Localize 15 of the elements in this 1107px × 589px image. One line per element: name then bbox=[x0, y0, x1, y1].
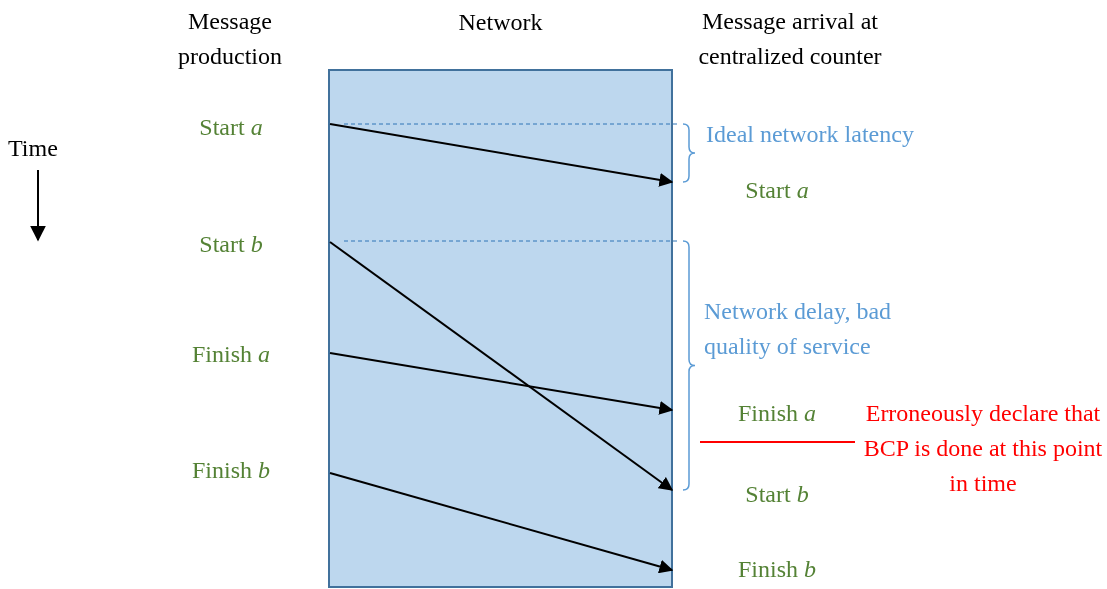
brace-label: Ideal network latency bbox=[706, 120, 914, 149]
brace-label: Network delay, bad quality of service bbox=[704, 297, 893, 361]
column-heading: Network bbox=[457, 8, 544, 37]
column-heading: Message production bbox=[177, 7, 283, 71]
event-label: Finish a bbox=[192, 340, 270, 368]
annotation-note: Erroneously declare that BCP is done at this point in time bbox=[862, 399, 1104, 498]
event-label: Start b bbox=[199, 230, 263, 258]
event-label: Finish b bbox=[738, 555, 816, 583]
event-label: Start b bbox=[745, 480, 809, 508]
column-heading: Message arrival at centralized counter bbox=[697, 7, 883, 71]
event-label: Finish a bbox=[738, 399, 816, 427]
event-label: Start a bbox=[745, 176, 809, 204]
event-label: Start a bbox=[199, 113, 263, 141]
event-label: Finish b bbox=[192, 456, 270, 484]
time-label: Time bbox=[8, 134, 58, 163]
